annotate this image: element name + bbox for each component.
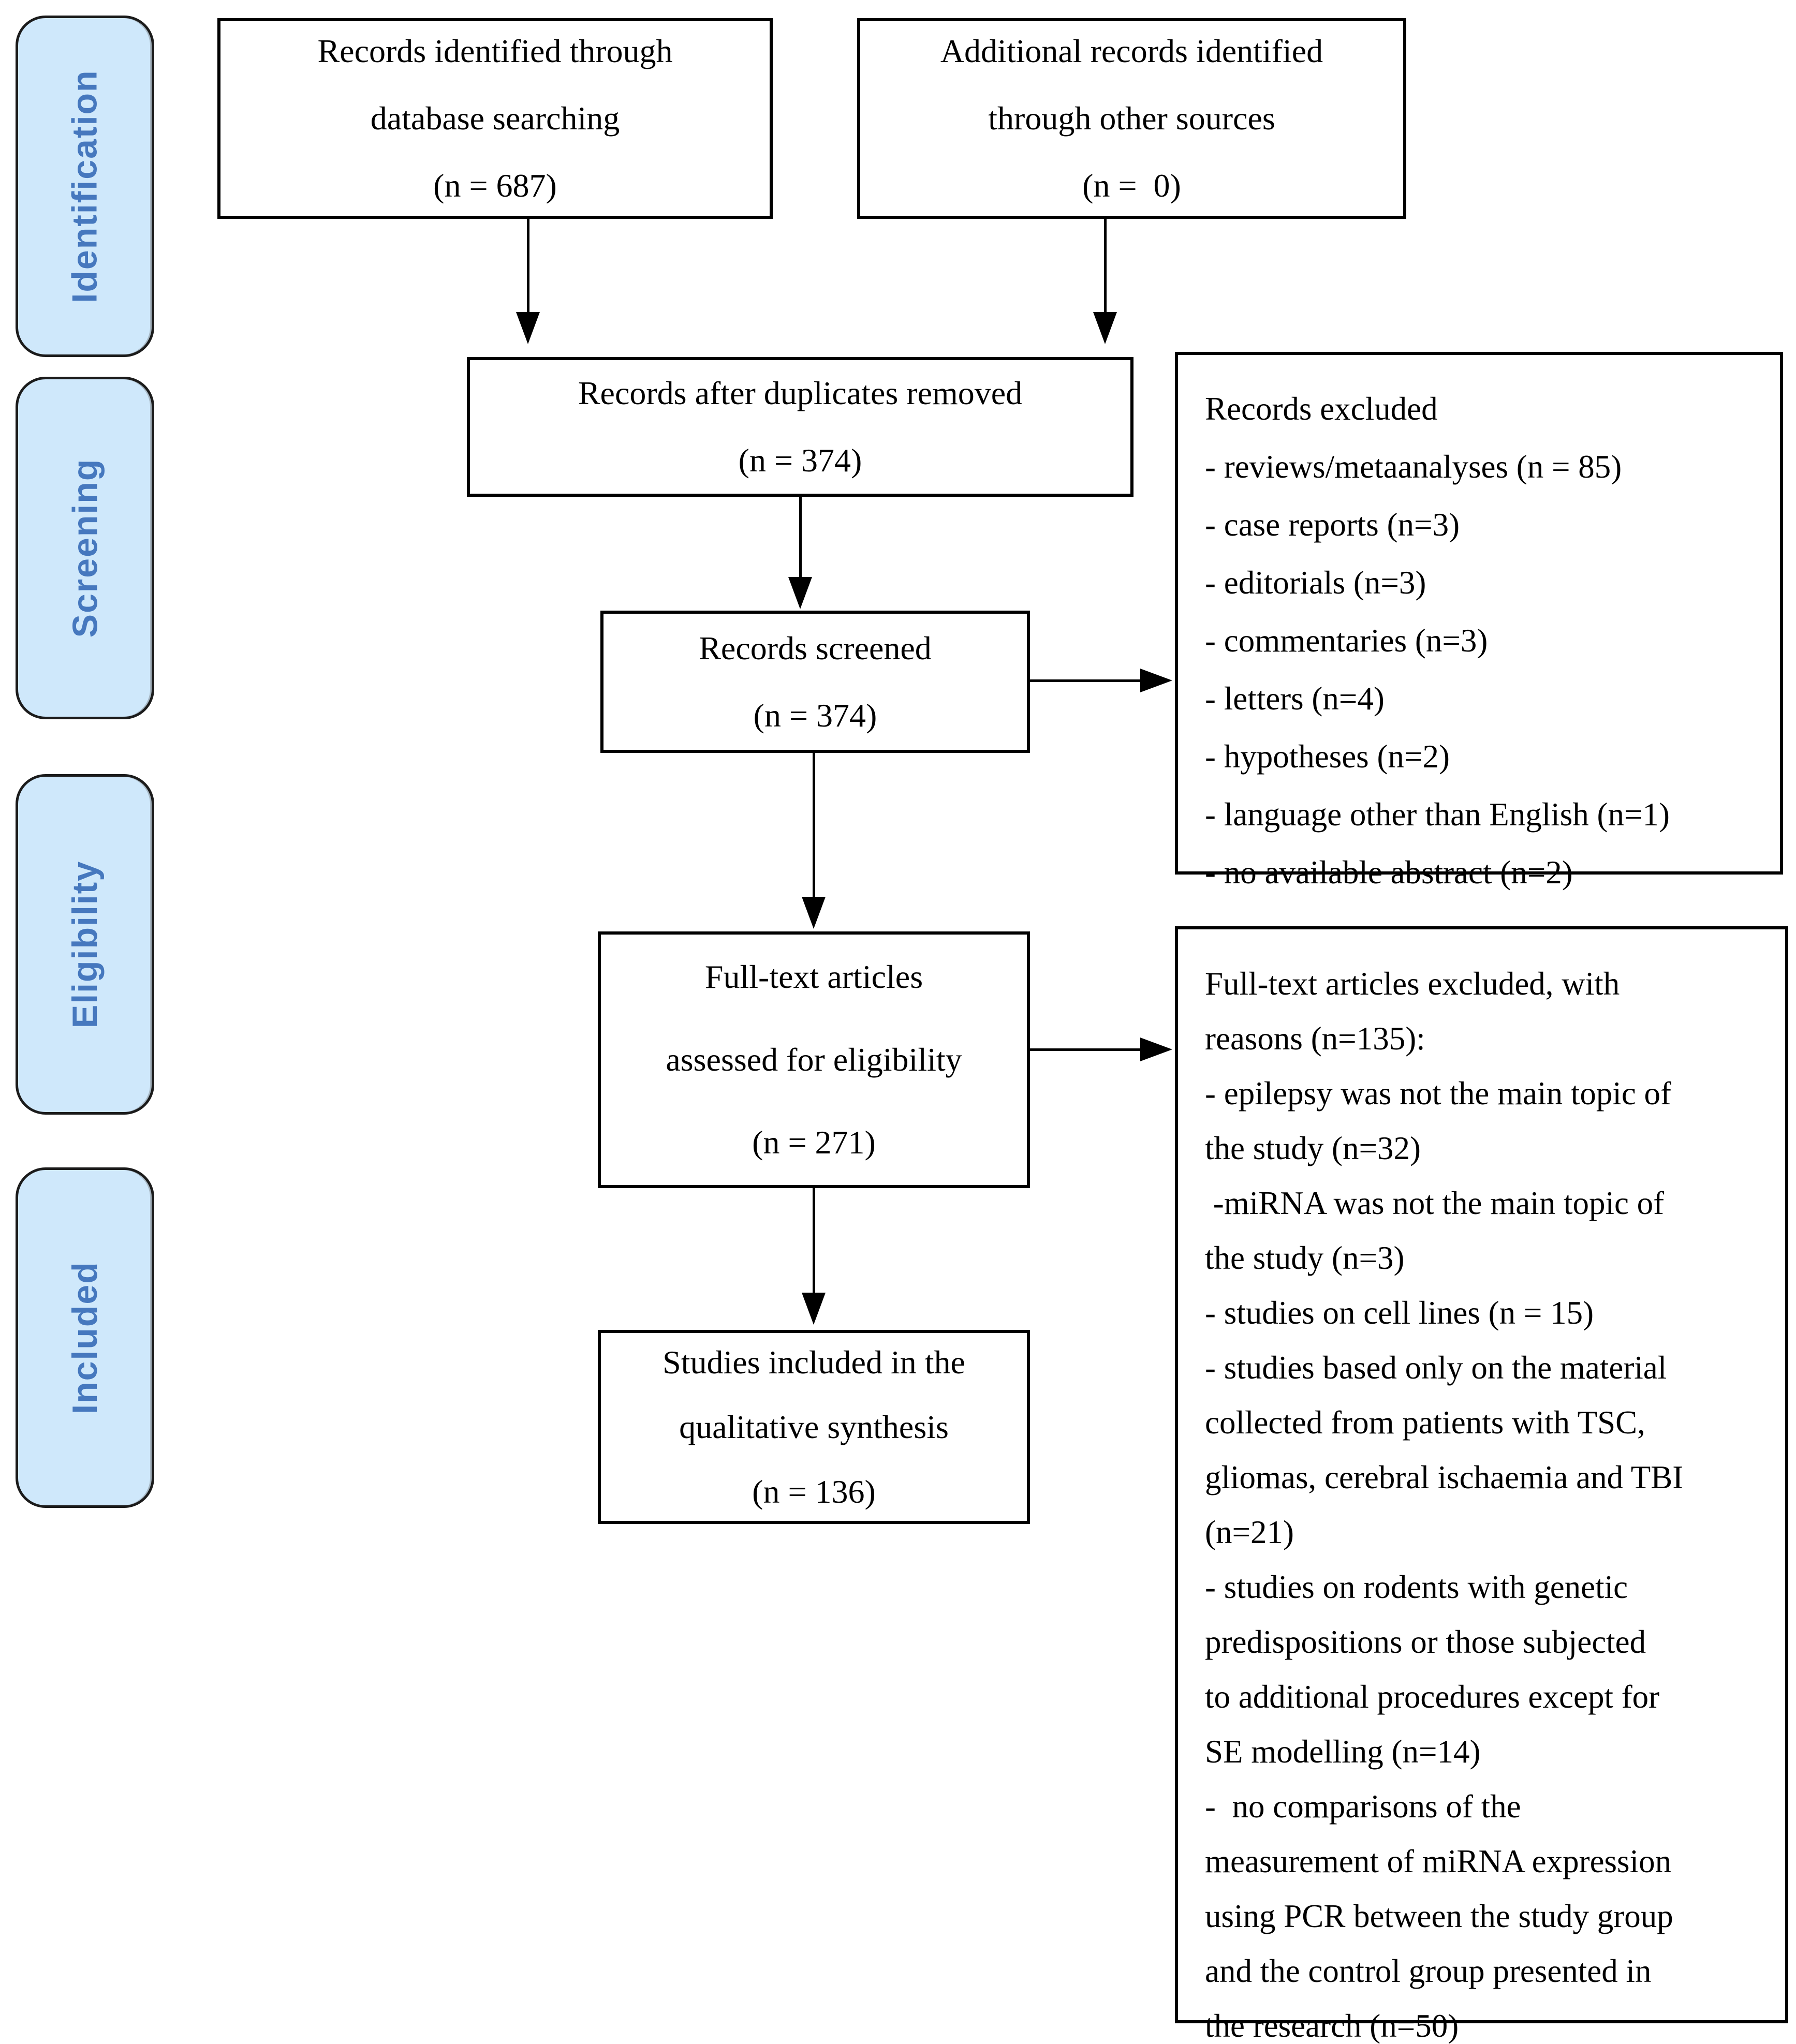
text-line: reasons (n=135): <box>1205 1020 1425 1057</box>
text-line: - case reports (n=3) <box>1205 507 1460 543</box>
text-line: Additional records identified <box>940 33 1323 69</box>
stage-identification: Identification <box>16 16 154 357</box>
text-line: measurement of miRNA expression <box>1205 1843 1672 1879</box>
text-line: gliomas, cerebral ischaemia and TBI <box>1205 1459 1684 1495</box>
text-line: Studies included in the <box>663 1344 965 1381</box>
text-line: Records identified through <box>317 33 673 69</box>
stage-screening: Screening <box>16 377 154 719</box>
arrow-screened-to-fulltext-head <box>802 897 826 929</box>
text-line: - reviews/metaanalyses (n = 85) <box>1205 449 1622 485</box>
arrow-screened-to-fulltext-line <box>813 753 815 898</box>
text-line: - studies on cell lines (n = 15) <box>1205 1295 1594 1331</box>
arrow-fulltext-to-excluded-line <box>1030 1048 1141 1051</box>
arrow-fulltext-to-included-head <box>802 1293 826 1325</box>
arrow-fulltext-to-excluded-head <box>1140 1038 1172 1061</box>
text-line: the study (n=3) <box>1205 1240 1405 1276</box>
text-line: - hypotheses (n=2) <box>1205 738 1450 775</box>
text-line: -miRNA was not the main topic of <box>1205 1185 1665 1221</box>
text-line: (n = 687) <box>433 167 557 204</box>
text-line: database searching <box>370 100 620 137</box>
text-line: - editorials (n=3) <box>1205 565 1426 601</box>
stage-eligibility-label: Eligibility <box>65 860 105 1029</box>
text-line: (n = 271) <box>752 1124 876 1161</box>
text-line: Records excluded <box>1205 391 1438 427</box>
box-additional-records: Additional records identified through oth… <box>857 18 1406 219</box>
text-line: - commentaries (n=3) <box>1205 623 1488 659</box>
text-line: - language other than English (n=1) <box>1205 796 1670 833</box>
arrow-additional-to-duplicates-head <box>1093 312 1117 344</box>
stage-included: Included <box>16 1167 154 1508</box>
text-line: - studies based only on the material <box>1205 1350 1667 1386</box>
stage-eligibility: Eligibility <box>16 774 154 1115</box>
text-line: (n = 374) <box>738 442 862 479</box>
box-records-screened: Records screened (n = 374) <box>600 611 1030 753</box>
text-line: - no available abstract (n=2) <box>1205 854 1573 891</box>
text-line: SE modelling (n=14) <box>1205 1734 1481 1770</box>
arrow-identified-to-duplicates-line <box>527 219 529 313</box>
text-line: - no comparisons of the <box>1205 1788 1521 1825</box>
box-records-excluded: Records excluded - reviews/metaanalyses (… <box>1175 352 1783 891</box>
text-line: Full-text articles <box>704 958 923 995</box>
arrow-duplicates-to-screened-head <box>788 577 812 609</box>
text-line: Records screened <box>699 629 932 666</box>
arrow-fulltext-to-included-line <box>813 1188 815 1294</box>
arrow-identified-to-duplicates-head <box>516 312 540 344</box>
text-line: - studies on rodents with genetic <box>1205 1569 1628 1605</box>
text-line: the research (n=50) <box>1205 2008 1459 2044</box>
text-line: to additional procedures except for <box>1205 1679 1660 1715</box>
text-line: (n=21) <box>1205 1514 1294 1550</box>
arrow-screened-to-excluded-line <box>1030 679 1141 682</box>
text-line: Records after duplicates removed <box>578 375 1023 411</box>
box-studies-included: Studies included in the qualitative synth… <box>598 1330 1030 1524</box>
text-line: - epilepsy was not the main topic of <box>1205 1075 1672 1112</box>
box-duplicates-removed: Records after duplicates removed (n = 374… <box>467 357 1133 497</box>
text-line: assessed for eligibility <box>666 1041 962 1078</box>
box-records-identified: Records identified through database searc… <box>217 18 773 219</box>
arrow-duplicates-to-screened-line <box>799 497 802 578</box>
stage-identification-label: Identification <box>65 69 105 303</box>
arrow-additional-to-duplicates-line <box>1104 219 1107 313</box>
stage-included-label: Included <box>65 1261 105 1414</box>
text-line: qualitative synthesis <box>679 1409 949 1445</box>
text-line: using PCR between the study group <box>1205 1898 1673 1934</box>
text-line: - letters (n=4) <box>1205 680 1385 717</box>
box-fulltext-assessed: Full-text articles assessed for eligibili… <box>598 931 1030 1188</box>
text-line: (n = 374) <box>753 697 877 734</box>
text-line: and the control group presented in <box>1205 1953 1652 1989</box>
text-line: the study (n=32) <box>1205 1130 1421 1166</box>
text-line: Full-text articles excluded, with <box>1205 966 1620 1002</box>
text-line: collected from patients with TSC, <box>1205 1404 1645 1441</box>
text-line: through other sources <box>988 100 1275 137</box>
text-line: predispositions or those subjected <box>1205 1624 1646 1660</box>
text-line: (n = 0) <box>1082 167 1181 204</box>
arrow-screened-to-excluded-head <box>1140 669 1172 692</box>
box-fulltext-excluded: Full-text articles excluded, with reasons… <box>1175 926 1788 2044</box>
stage-screening-label: Screening <box>65 458 105 638</box>
text-line: (n = 136) <box>752 1473 876 1510</box>
